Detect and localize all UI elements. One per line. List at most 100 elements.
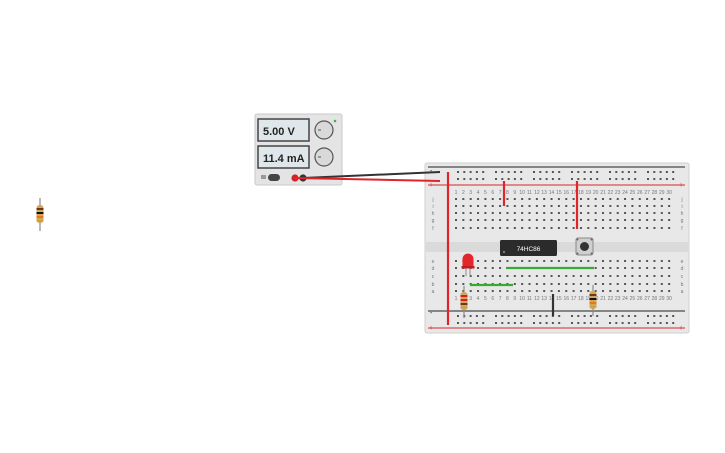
breadboard-hole[interactable] [572,227,575,229]
breadboard-hole[interactable] [624,219,627,221]
breadboard-hole[interactable] [672,171,675,173]
breadboard-hole[interactable] [646,283,649,285]
breadboard-hole[interactable] [528,275,531,277]
power-supply[interactable]: 5.00 V 11.4 mA [254,113,343,186]
breadboard-hole[interactable] [616,283,619,285]
breadboard-hole[interactable] [482,178,485,180]
breadboard-hole[interactable] [482,315,485,317]
breadboard-hole[interactable] [646,290,649,292]
breadboard-hole[interactable] [572,212,575,214]
breadboard-hole[interactable] [572,198,575,200]
breadboard-hole[interactable] [484,275,487,277]
breadboard-hole[interactable] [668,227,671,229]
breadboard-hole[interactable] [543,212,546,214]
breadboard-hole[interactable] [596,315,599,317]
breadboard-hole[interactable] [462,275,465,277]
breadboard-hole[interactable] [557,290,560,292]
breadboard-hole[interactable] [653,227,656,229]
breadboard-hole[interactable] [624,275,627,277]
breadboard-hole[interactable] [638,283,641,285]
breadboard-hole[interactable] [513,260,516,262]
breadboard-hole[interactable] [647,315,649,317]
breadboard-hole[interactable] [646,205,649,207]
breadboard-hole[interactable] [543,283,546,285]
breadboard-hole[interactable] [535,260,538,262]
breadboard-hole[interactable] [545,315,548,317]
breadboard-hole[interactable] [624,205,627,207]
breadboard-hole[interactable] [557,275,560,277]
breadboard-hole[interactable] [513,227,516,229]
breadboard-hole[interactable] [589,178,592,180]
breadboard-hole[interactable] [463,322,466,324]
breadboard-hole[interactable] [646,267,649,269]
breadboard-hole[interactable] [550,260,553,262]
breadboard-hole[interactable] [506,212,509,214]
breadboard-hole[interactable] [665,171,668,173]
breadboard-hole[interactable] [484,219,487,221]
breadboard-hole[interactable] [506,260,509,262]
breadboard-hole[interactable] [462,283,465,285]
breadboard-hole[interactable] [528,227,531,229]
breadboard-hole[interactable] [520,322,523,324]
breadboard-hole[interactable] [477,205,480,207]
breadboard-hole[interactable] [469,198,472,200]
breadboard-hole[interactable] [513,212,516,214]
breadboard-hole[interactable] [455,275,457,277]
breadboard-hole[interactable] [621,315,624,317]
breadboard-hole[interactable] [543,205,546,207]
breadboard-hole[interactable] [565,198,568,200]
breadboard-hole[interactable] [499,212,502,214]
breadboard-hole[interactable] [491,198,494,200]
breadboard-hole[interactable] [665,322,668,324]
breadboard-hole[interactable] [513,198,516,200]
breadboard-hole[interactable] [565,290,568,292]
breadboard-hole[interactable] [609,260,612,262]
breadboard-hole[interactable] [565,275,568,277]
breadboard-hole[interactable] [638,205,641,207]
breadboard-hole[interactable] [491,205,494,207]
breadboard-hole[interactable] [550,219,553,221]
breadboard-hole[interactable] [457,178,459,180]
breadboard-hole[interactable] [513,315,516,317]
breadboard-hole[interactable] [627,171,630,173]
breadboard-hole[interactable] [594,267,597,269]
breadboard-hole[interactable] [577,315,580,317]
breadboard-hole[interactable] [594,275,597,277]
breadboard-hole[interactable] [521,275,524,277]
breadboard-hole[interactable] [594,212,597,214]
breadboard-hole[interactable] [513,219,516,221]
breadboard-hole[interactable] [638,198,641,200]
breadboard-hole[interactable] [602,212,604,214]
push-button[interactable] [575,237,594,256]
breadboard-hole[interactable] [602,290,604,292]
breadboard-hole[interactable] [484,290,487,292]
breadboard-hole[interactable] [631,198,634,200]
breadboard-hole[interactable] [565,212,568,214]
breadboard-hole[interactable] [615,178,618,180]
breadboard-hole[interactable] [653,212,656,214]
breadboard-hole[interactable] [653,178,656,180]
breadboard-hole[interactable] [572,205,575,207]
breadboard-hole[interactable] [587,275,590,277]
breadboard-hole[interactable] [565,227,568,229]
breadboard-hole[interactable] [583,171,586,173]
breadboard-hole[interactable] [521,205,524,207]
breadboard-hole[interactable] [668,290,671,292]
breadboard-hole[interactable] [557,198,560,200]
breadboard-hole[interactable] [638,219,641,221]
breadboard-hole[interactable] [646,260,649,262]
breadboard-hole[interactable] [609,283,612,285]
breadboard-hole[interactable] [521,198,524,200]
breadboard-hole[interactable] [596,171,599,173]
breadboard-hole[interactable] [455,205,457,207]
breadboard-hole[interactable] [571,322,573,324]
breadboard-hole[interactable] [462,227,465,229]
breadboard-hole[interactable] [587,219,590,221]
breadboard-hole[interactable] [535,227,538,229]
breadboard-hole[interactable] [646,275,649,277]
breadboard-hole[interactable] [521,212,524,214]
breadboard-hole[interactable] [457,322,459,324]
breadboard-hole[interactable] [469,212,472,214]
breadboard-hole[interactable] [668,205,671,207]
black-supply-wire[interactable] [302,171,441,179]
